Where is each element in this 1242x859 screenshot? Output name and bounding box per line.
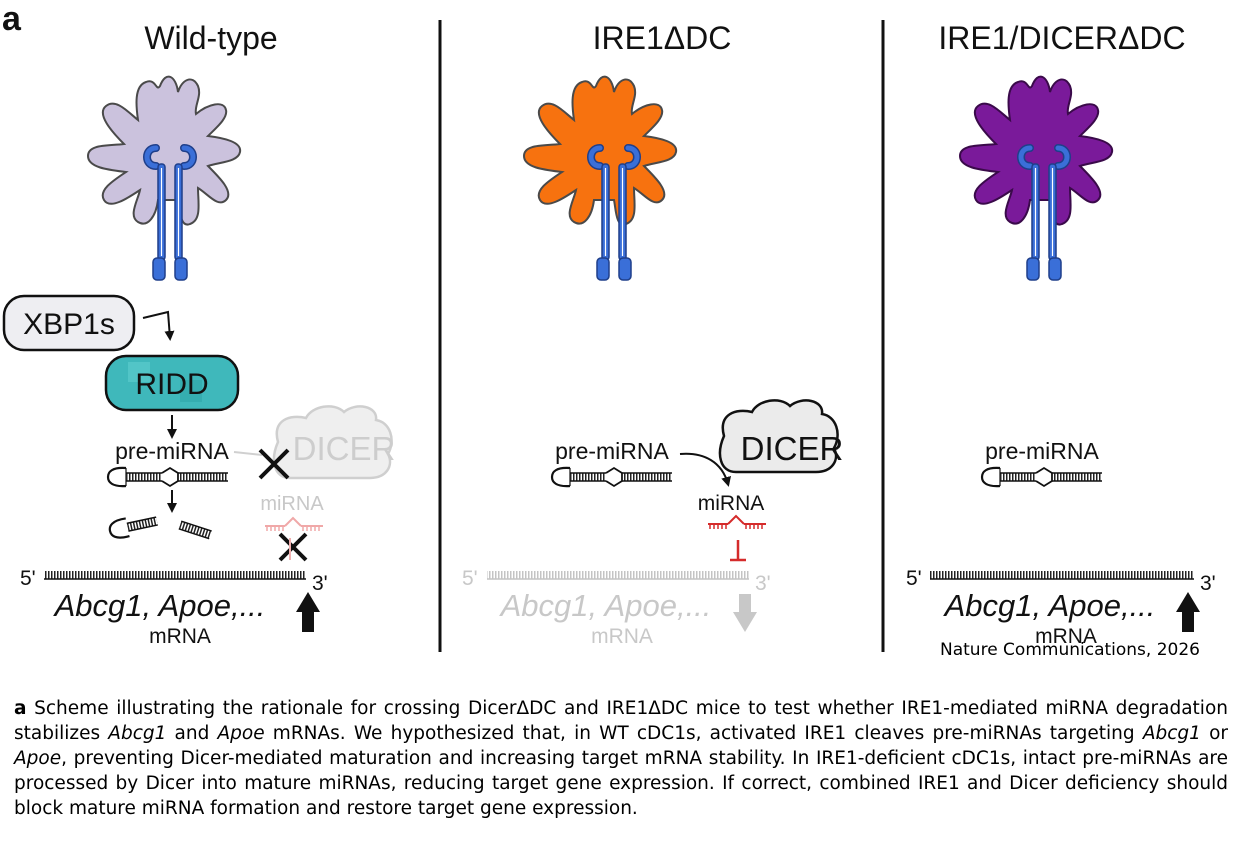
mirna-faded — [264, 517, 324, 532]
caption-text: , preventing Dicer-mediated maturation a… — [14, 748, 1228, 819]
panel-letter: a — [2, 0, 22, 38]
xbp1s-label: XBP1s — [23, 308, 115, 341]
caption-gene: Abcg1 — [1142, 723, 1201, 744]
block-cross — [278, 532, 308, 562]
three-prime: 3' — [755, 572, 771, 595]
gene-names: Abcg1, Apoe,... — [53, 588, 266, 623]
mirna — [707, 515, 767, 530]
source-credit: Nature Communications, 2026 — [940, 640, 1200, 660]
caption-gene: Apoe — [217, 723, 265, 744]
ridd-label: RIDD — [135, 368, 208, 401]
panel-wild-type: Wild-type XBP1s RIDD pre-miRNA — [2, 20, 396, 648]
caption-text: Scheme illustrating the rationale for cr… — [14, 698, 1228, 744]
pre-mirna-hairpin — [106, 466, 230, 488]
gene-names: Abcg1, Apoe,... — [499, 588, 712, 623]
caption-gene: Apoe — [14, 748, 62, 769]
panel-ire1-deficient: IRE1ΔDC pre-miRNA DICER miRNA 5' 3' Abcg… — [462, 20, 843, 648]
mrna-strand — [487, 571, 749, 579]
pre-mirna-hairpin — [980, 466, 1104, 488]
three-prime: 3' — [1200, 572, 1216, 595]
caption-text: and — [166, 723, 218, 744]
caption-text: or — [1200, 723, 1228, 744]
panel-title: IRE1/DICERΔDC — [938, 20, 1185, 56]
pre-mirna-label: pre-miRNA — [115, 438, 229, 464]
caption-label: a — [14, 698, 27, 719]
panel-title: Wild-type — [144, 20, 277, 56]
panel-ire1-dicer-deficient: IRE1/DICERΔDC pre-miRNA 5' 3' Abcg1, Apo… — [906, 20, 1216, 648]
mirna-label-faded: miRNA — [260, 493, 324, 515]
inhibition-mark — [730, 540, 746, 562]
mrna-label: mRNA — [591, 625, 653, 648]
up-arrow — [296, 592, 320, 632]
mrna-label: mRNA — [149, 625, 211, 648]
pre-mirna-label: pre-miRNA — [985, 438, 1099, 464]
mrna-strand — [930, 571, 1194, 579]
cleaved-fragment — [108, 516, 158, 539]
five-prime: 5' — [462, 567, 478, 590]
five-prime: 5' — [20, 567, 36, 590]
mirna-label: miRNA — [698, 492, 765, 515]
figure-caption: a Scheme illustrating the rationale for … — [14, 696, 1228, 821]
mrna-label: mRNA — [1035, 625, 1097, 648]
pre-mirna-hairpin — [550, 466, 674, 488]
scheme-figure: a Wild-type XBP1s RIDD pre-miRNA — [2, 0, 1216, 652]
splice-arrow — [142, 310, 175, 341]
gene-names: Abcg1, Apoe,... — [943, 588, 1156, 623]
caption-gene: Abcg1 — [108, 723, 167, 744]
xbp1s-box — [2, 294, 136, 352]
caption-text: mRNAs. We hypothesized that, in WT cDC1s… — [264, 723, 1143, 744]
dicer-label: DICER — [293, 430, 396, 467]
dicer-processing-arrow — [679, 452, 731, 487]
up-arrow — [1176, 592, 1200, 632]
panel-title: IRE1ΔDC — [593, 20, 732, 56]
block-cross — [258, 448, 290, 480]
dicer-label: DICER — [741, 430, 844, 467]
three-prime: 3' — [312, 572, 328, 595]
five-prime: 5' — [906, 567, 922, 590]
cleaved-fragment — [178, 520, 212, 540]
pre-mirna-label: pre-miRNA — [555, 438, 669, 464]
mrna-strand — [44, 571, 306, 579]
down-arrow — [733, 594, 757, 632]
